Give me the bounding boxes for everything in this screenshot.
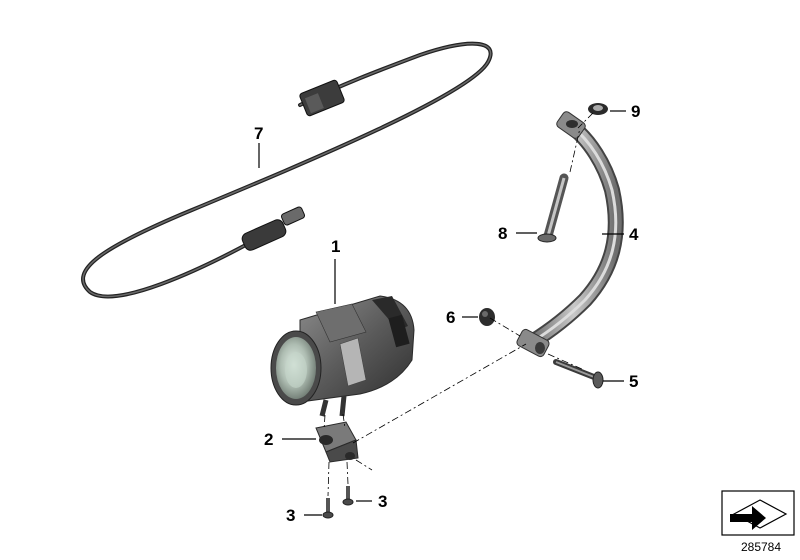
lamp-part bbox=[270, 295, 415, 417]
reference-box bbox=[721, 490, 795, 536]
callout-leaders bbox=[258, 110, 626, 516]
bracket-part bbox=[315, 421, 359, 463]
orientation-arrow-icon bbox=[730, 499, 788, 530]
callout-bracket: 2 bbox=[264, 430, 273, 449]
callout-holder-tube: 4 bbox=[629, 225, 639, 244]
screw-right-part bbox=[342, 486, 354, 506]
washer-part bbox=[588, 103, 608, 115]
cable-connector-bottom bbox=[241, 206, 306, 251]
callout-screw-left: 3 bbox=[286, 506, 295, 525]
callout-washer: 9 bbox=[631, 102, 640, 121]
callout-pin: 8 bbox=[498, 224, 507, 243]
callout-rubber-bush: 6 bbox=[446, 308, 455, 327]
callout-screw-right: 3 bbox=[378, 492, 387, 511]
assembly-axes bbox=[323, 112, 594, 497]
rubber-bush-part bbox=[479, 308, 495, 326]
callouts: 1 2 3 3 4 5 6 7 8 9 bbox=[254, 102, 640, 525]
cable-part bbox=[81, 41, 493, 299]
pin-part bbox=[537, 173, 569, 243]
reference-number: 285784 bbox=[740, 540, 782, 554]
bolt-part bbox=[553, 359, 604, 389]
tube-top-clamp bbox=[556, 111, 586, 139]
cable-connector-top bbox=[299, 79, 345, 117]
callout-bolt: 5 bbox=[629, 372, 638, 391]
callout-cable: 7 bbox=[254, 124, 263, 143]
screw-left-part bbox=[322, 498, 334, 519]
holder-tube-part bbox=[516, 111, 624, 358]
callout-lamp: 1 bbox=[331, 237, 340, 256]
tube-lower-mount bbox=[516, 328, 550, 358]
